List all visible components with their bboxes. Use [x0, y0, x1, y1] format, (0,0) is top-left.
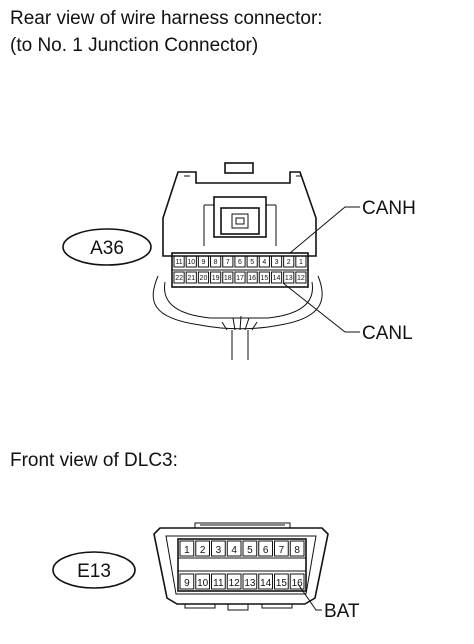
a36-pin-cell	[197, 271, 210, 284]
a36-pin-number: 1	[299, 259, 303, 266]
e13-label: E13	[77, 561, 111, 582]
e13-pin-cell	[195, 540, 210, 557]
a36-pin-number: 22	[175, 275, 183, 282]
a36-pin-cell	[258, 271, 270, 284]
a36-pin-cell	[283, 255, 295, 268]
a36-label: A36	[90, 238, 124, 259]
a36-pin-cell	[222, 255, 234, 268]
a36-pin-number: 8	[214, 259, 218, 266]
a36-pin-cell	[185, 271, 197, 284]
a36-pin-cell	[246, 255, 258, 268]
a36-pin-cell	[185, 255, 197, 268]
a36-pin-number: 15	[260, 275, 268, 282]
a36-pin-cell	[283, 271, 295, 284]
a36-pin-number: 13	[285, 275, 293, 282]
e13-pin-cell	[179, 573, 195, 590]
a36-pin-cell	[295, 255, 307, 268]
a36-pin-cell	[197, 255, 210, 268]
canl-label: CANL	[362, 323, 413, 344]
caption-junction-connector: (to No. 1 Junction Connector)	[10, 35, 259, 56]
e13-pin-block	[177, 538, 307, 592]
a36-pin-cell	[234, 255, 246, 268]
e13-pin-cell	[289, 573, 305, 590]
e13-pin-cell	[258, 540, 273, 557]
e13-pin-number: 12	[229, 578, 241, 589]
a36-pin-cell	[210, 255, 222, 268]
a36-pin-cell	[270, 271, 283, 284]
caption-rear-view: Rear view of wire harness connector:	[10, 8, 323, 29]
a36-pin-number: 14	[273, 275, 281, 282]
a36-pin-cell	[258, 255, 270, 268]
e13-pin-cell	[211, 540, 226, 557]
a36-pin-cell	[270, 255, 283, 268]
a36-pin-number: 3	[275, 259, 279, 266]
canl-leader-line	[282, 282, 360, 333]
e13-pin-number: 4	[231, 545, 237, 556]
a36-pin-number: 9	[202, 259, 206, 266]
a36-label-oval	[62, 228, 152, 266]
a36-pin-number: 4	[262, 259, 266, 266]
a36-pin-number: 6	[238, 259, 242, 266]
e13-pin-cell	[195, 573, 210, 590]
e13-pin-cell	[274, 573, 289, 590]
a36-pin-number: 17	[236, 275, 244, 282]
a36-pin-number: 11	[175, 259, 182, 266]
e13-pin-cell	[258, 573, 273, 590]
e13-pin-cell	[274, 540, 289, 557]
a36-pin-number: 2	[287, 259, 291, 266]
a36-pin-number: 10	[187, 259, 195, 266]
e13-pin-number: 15	[276, 578, 288, 589]
a36-pin-cell	[246, 271, 258, 284]
e13-pin-number: 2	[200, 545, 206, 556]
e13-pin-number: 7	[279, 545, 285, 556]
e13-pin-number: 6	[263, 545, 269, 556]
canh-label: CANH	[362, 198, 416, 219]
e13-pin-cell	[226, 540, 242, 557]
a36-pin-number: 20	[200, 275, 208, 282]
a36-pin-number: 16	[248, 275, 256, 282]
a36-pin-number: 5	[250, 259, 254, 266]
e13-pin-cell	[226, 573, 242, 590]
a36-pin-number: 7	[226, 259, 230, 266]
a36-pin-cell	[210, 271, 222, 284]
e13-pin-number: 1	[184, 545, 190, 556]
a36-pin-number: 12	[297, 275, 305, 282]
caption-front-view-dlc3: Front view of DLC3:	[10, 450, 178, 471]
a36-pin-cell	[295, 271, 307, 284]
e13-pin-cell	[179, 540, 195, 557]
a36-pin-cell	[173, 255, 185, 268]
a36-pin-cell	[234, 271, 246, 284]
a36-pin-cell	[222, 271, 234, 284]
a36-pin-number: 21	[187, 275, 195, 282]
canh-leader-line	[289, 206, 360, 254]
e13-pin-number: 8	[294, 545, 300, 556]
e13-pin-number: 11	[213, 578, 224, 589]
e13-pin-number: 16	[292, 578, 304, 589]
e13-pin-number: 13	[244, 578, 256, 589]
e13-pin-cell	[289, 540, 305, 557]
e13-pin-number: 10	[197, 578, 209, 589]
e13-pin-number: 5	[247, 545, 253, 556]
e13-pin-cell	[242, 540, 258, 557]
a36-pin-cell	[173, 271, 185, 284]
e13-pin-number: 9	[184, 578, 190, 589]
bat-label: BAT	[324, 601, 360, 622]
e13-pin-number: 14	[260, 578, 272, 589]
e13-label-oval	[52, 551, 136, 589]
a36-pin-number: 19	[212, 275, 220, 282]
bat-leader-line	[297, 583, 322, 611]
e13-pin-cell	[211, 573, 226, 590]
e13-pin-number: 3	[216, 545, 222, 556]
e13-pin-cell	[242, 573, 258, 590]
a36-pin-number: 18	[224, 275, 232, 282]
